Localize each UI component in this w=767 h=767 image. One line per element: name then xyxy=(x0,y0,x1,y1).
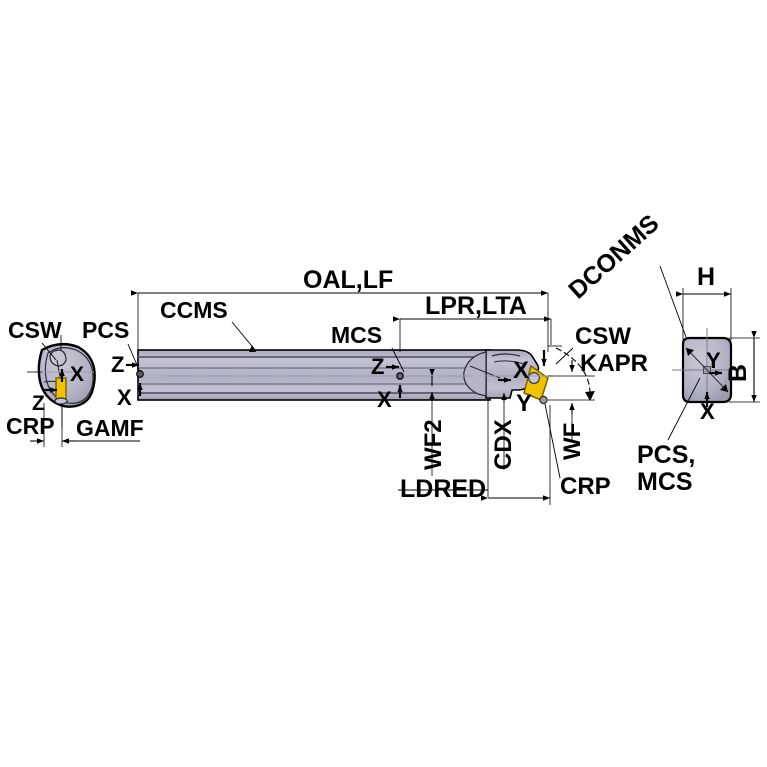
gamf-label: GAMF xyxy=(76,415,144,441)
head-y-label: Y xyxy=(516,390,532,417)
csw-right-label: CSW xyxy=(575,323,631,350)
dconms-label: DCONMS xyxy=(563,209,664,304)
pcs-left-label: PCS xyxy=(82,317,129,343)
ldred-dimension xyxy=(398,400,489,497)
h-label: H xyxy=(697,263,715,291)
csw-left-label: CSW xyxy=(8,317,62,343)
mcs-origin-x-label: X xyxy=(377,387,392,412)
end-view-y-label: Y xyxy=(706,348,721,373)
lpr-lta-dimension xyxy=(393,316,552,352)
kapr-label: KAPR xyxy=(580,350,648,377)
shaft-origin-pcs xyxy=(126,362,144,396)
wf-label: WF xyxy=(559,423,586,460)
wf-dimension xyxy=(548,360,595,440)
dconms-leader xyxy=(659,265,691,349)
b-dimension xyxy=(729,331,760,403)
csw-right-leader xyxy=(555,347,574,365)
oal-lf-dimension xyxy=(131,290,549,352)
ccms-label: CCMS xyxy=(160,297,228,323)
ldred-label: LDRED xyxy=(400,475,486,503)
lpr-lta-label: LPR,LTA xyxy=(425,292,527,320)
cdx-label: CDX xyxy=(490,419,517,470)
crp-right-leader xyxy=(544,403,561,479)
ccms-arrowhead xyxy=(249,345,256,352)
cdx-dimension xyxy=(481,393,551,505)
left-view-x-label: X xyxy=(70,363,84,386)
shaft-origin-x-label: X xyxy=(117,385,132,410)
shaft-origin-z-label: Z xyxy=(111,352,124,377)
csw-left-leader xyxy=(41,342,57,361)
crp-right-label: CRP xyxy=(560,473,611,500)
kapr-arc xyxy=(548,345,595,401)
mcs-origin xyxy=(166,364,560,398)
mcs-label: MCS xyxy=(331,322,382,348)
head-x-label: X xyxy=(513,357,529,384)
b-label: B xyxy=(724,364,752,382)
wf2-label: WF2 xyxy=(420,419,447,470)
gamf-dimension xyxy=(30,403,140,447)
pcs-mcs-leader xyxy=(667,377,701,441)
tool-shaft-body xyxy=(137,349,491,401)
pcs-mcs-label-line2: MCS xyxy=(637,468,693,496)
left-view-z-label: Z xyxy=(32,392,45,415)
mcs-leader xyxy=(391,347,405,373)
end-view-x-label: X xyxy=(700,399,715,424)
mcs-origin-z-label: Z xyxy=(371,354,384,379)
pcs-mcs-label-line1: PCS, xyxy=(637,441,695,469)
crp-left-label: CRP xyxy=(6,413,55,439)
h-dimension xyxy=(676,288,732,340)
oal-lf-label: OAL,LF xyxy=(303,266,393,294)
cutting-insert xyxy=(523,364,549,405)
